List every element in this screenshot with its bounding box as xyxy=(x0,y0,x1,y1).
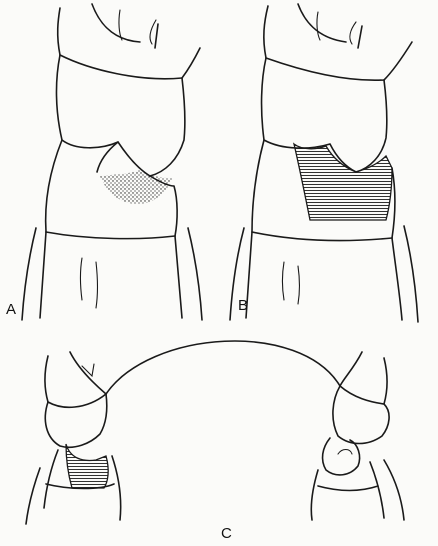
panel-label-b: B xyxy=(238,298,248,313)
panel-label-a: A xyxy=(6,302,16,317)
panel-a-drawing xyxy=(22,4,202,320)
panel-b-drawing xyxy=(230,4,418,322)
panel-label-c: C xyxy=(221,526,232,541)
panel-c-drawing xyxy=(26,341,404,524)
